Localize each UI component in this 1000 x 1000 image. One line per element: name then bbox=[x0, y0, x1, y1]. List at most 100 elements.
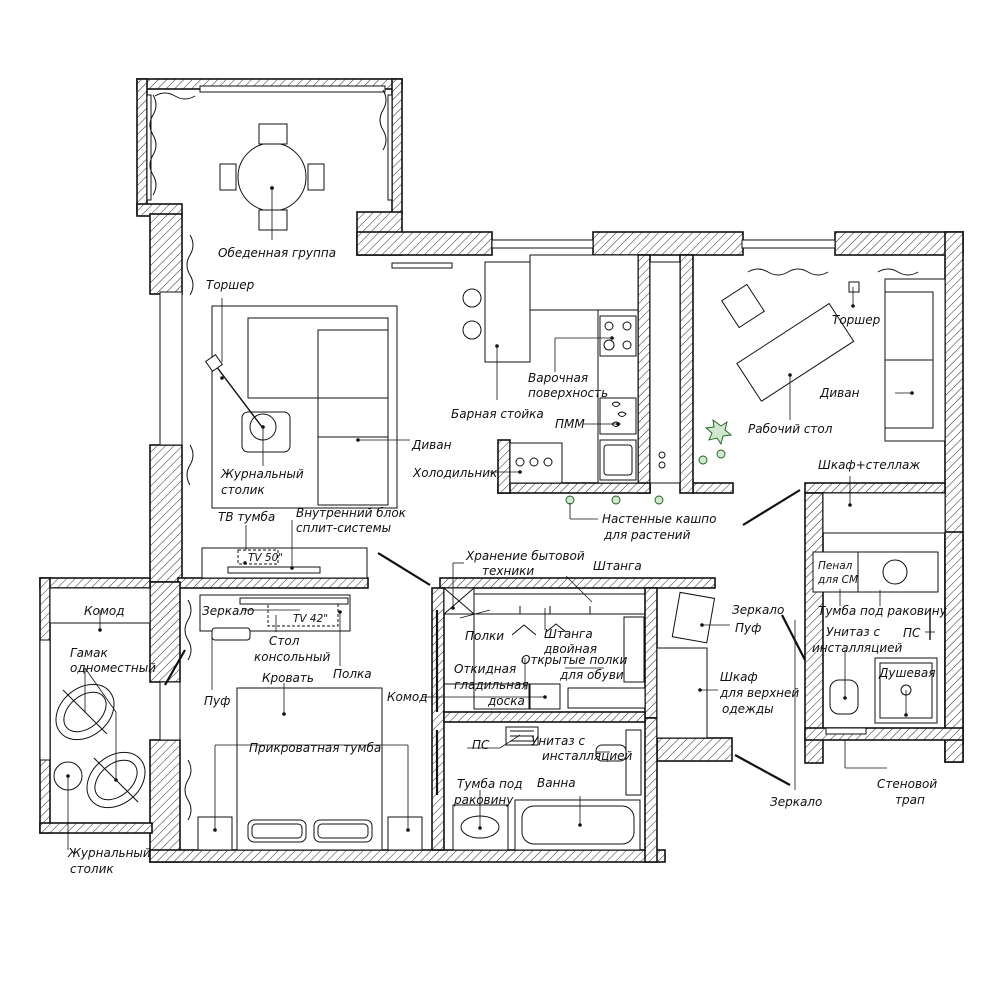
window-bedroom bbox=[159, 681, 181, 741]
dining-chair-top bbox=[258, 123, 288, 145]
desk-chair bbox=[721, 283, 765, 329]
shelves-block bbox=[443, 613, 475, 685]
shoe-shelves bbox=[623, 616, 645, 683]
mirror-hall bbox=[671, 591, 716, 644]
curtain-living-left bbox=[186, 234, 194, 296]
wall-study-bottom2 bbox=[804, 482, 946, 494]
bathroom-area bbox=[452, 726, 642, 851]
window-living-left bbox=[159, 291, 183, 446]
wall-wardrobe-block bbox=[804, 492, 824, 764]
label-pencil-case-2: для СМ bbox=[817, 574, 858, 586]
label-sink-cab-2: раковину bbox=[453, 793, 514, 807]
label-tv-stand: ТВ тумба bbox=[218, 510, 275, 524]
wall-hall-bottom bbox=[656, 737, 733, 762]
rug bbox=[211, 305, 398, 509]
label-ps-wc: ПС bbox=[903, 626, 921, 640]
wall-storage-right bbox=[644, 587, 658, 719]
door-study bbox=[742, 489, 801, 526]
desk bbox=[736, 302, 855, 402]
wall-top-study bbox=[834, 231, 964, 256]
wall-balcony-top bbox=[39, 577, 151, 589]
wall-mid-horizontal2 bbox=[439, 577, 716, 589]
label-coffee-table-1: Журнальный bbox=[220, 467, 304, 481]
label-bedside: Прикроватная тумба bbox=[249, 741, 381, 755]
sofa-living-chaise bbox=[317, 329, 389, 506]
floor-lamp-arm bbox=[215, 365, 263, 428]
label-hob-1: Варочная bbox=[528, 371, 588, 385]
window-dining-right bbox=[387, 94, 393, 201]
label-ironing-2: гладильная bbox=[454, 678, 529, 692]
wardrobe-outer bbox=[656, 647, 708, 739]
label-ironing-3: доска bbox=[487, 694, 525, 708]
label-coffee-balcony-2: столик bbox=[70, 862, 114, 876]
pillow-1 bbox=[247, 819, 307, 843]
plant-study bbox=[704, 418, 733, 446]
curtain-bedroom bbox=[184, 599, 192, 661]
label-coffee-balcony-1: Журнальный bbox=[67, 846, 151, 860]
label-dishwasher: ПММ bbox=[555, 417, 585, 431]
bedside-right bbox=[387, 816, 423, 851]
label-fridge: Холодильник bbox=[412, 466, 498, 480]
label-ironing-1: Откидная bbox=[454, 662, 516, 676]
label-bar-counter: Барная стойка bbox=[451, 407, 544, 421]
curtain-dining-right bbox=[379, 89, 387, 151]
walls bbox=[39, 78, 964, 863]
storage-area bbox=[443, 587, 716, 739]
bathtub bbox=[514, 799, 641, 851]
window-kitchen bbox=[491, 239, 594, 249]
wall-living-left2 bbox=[149, 444, 183, 583]
pencil-case-wc bbox=[812, 551, 859, 593]
label-planters-2: для растений bbox=[603, 528, 691, 542]
label-commode-balcony: Комод bbox=[84, 604, 125, 618]
radiator-kitchen bbox=[391, 262, 453, 269]
label-hob-2: поверхность bbox=[528, 386, 608, 400]
wall-mid-horizontal bbox=[177, 577, 369, 589]
wall-bath-right bbox=[644, 717, 658, 863]
dining-chair-left bbox=[219, 163, 237, 191]
label-ac-unit-1: Внутренний блок bbox=[296, 506, 407, 520]
label-sink-cab-1: Тумба под bbox=[457, 777, 523, 791]
floor-lamp-living bbox=[204, 353, 224, 373]
label-ps-bath: ПС bbox=[472, 738, 490, 752]
label-sink-cab-wc: Тумба под раковину bbox=[818, 604, 948, 618]
curtain-dining-top bbox=[154, 92, 196, 100]
dining-area bbox=[149, 89, 387, 486]
door-entry bbox=[734, 754, 791, 786]
wall-kitchen-bar bbox=[497, 439, 511, 494]
balcony-area bbox=[49, 587, 151, 809]
wardrobe-study bbox=[822, 492, 946, 534]
label-open-shoe-2: для обуви bbox=[559, 668, 624, 682]
label-mirror-bottom: Зеркало bbox=[770, 795, 822, 809]
label-wc-install-4: инсталляцией bbox=[812, 641, 902, 655]
label-wc-install-3: Унитаз с bbox=[826, 625, 880, 639]
dishwasher bbox=[599, 397, 637, 435]
label-bath: Ванна bbox=[537, 776, 576, 790]
label-hammock-1: Гамак bbox=[70, 646, 108, 660]
label-floor-lamp-study: Торшер bbox=[832, 313, 881, 327]
label-pouf-bed: Пуф bbox=[204, 694, 230, 708]
label-mirror-hall: Зеркало bbox=[732, 603, 784, 617]
ironing-board bbox=[473, 683, 530, 710]
label-wall-drain-1: Стеновой bbox=[877, 777, 937, 791]
wall-study-bottom bbox=[692, 482, 734, 494]
wall-balcony-bottom bbox=[39, 822, 153, 834]
kitchen-counter-top bbox=[529, 254, 639, 311]
wall-dining-right bbox=[391, 78, 403, 215]
pouf-bedroom bbox=[211, 627, 251, 641]
door-living-hall bbox=[377, 552, 431, 586]
curtain-living-left2 bbox=[186, 444, 194, 486]
label-floor-lamp-living: Торшер bbox=[206, 278, 255, 292]
label-coffee-table-2: столик bbox=[221, 483, 265, 497]
label-appliance-storage-2: техники bbox=[482, 564, 534, 578]
label-planters-1: Настенные кашпо bbox=[602, 512, 716, 526]
ac-unit bbox=[227, 566, 321, 574]
label-wardrobe-outer-1: Шкаф bbox=[720, 670, 758, 684]
label-wardrobe-outer-3: одежды bbox=[722, 702, 774, 716]
study-area bbox=[698, 268, 946, 534]
wall-wc-right bbox=[944, 531, 964, 763]
wall-top-kitchen-b bbox=[592, 231, 744, 256]
label-sofa-living: Диван bbox=[411, 438, 452, 452]
wall-kitchen-partition bbox=[637, 254, 651, 494]
door-bedroom bbox=[164, 649, 186, 686]
